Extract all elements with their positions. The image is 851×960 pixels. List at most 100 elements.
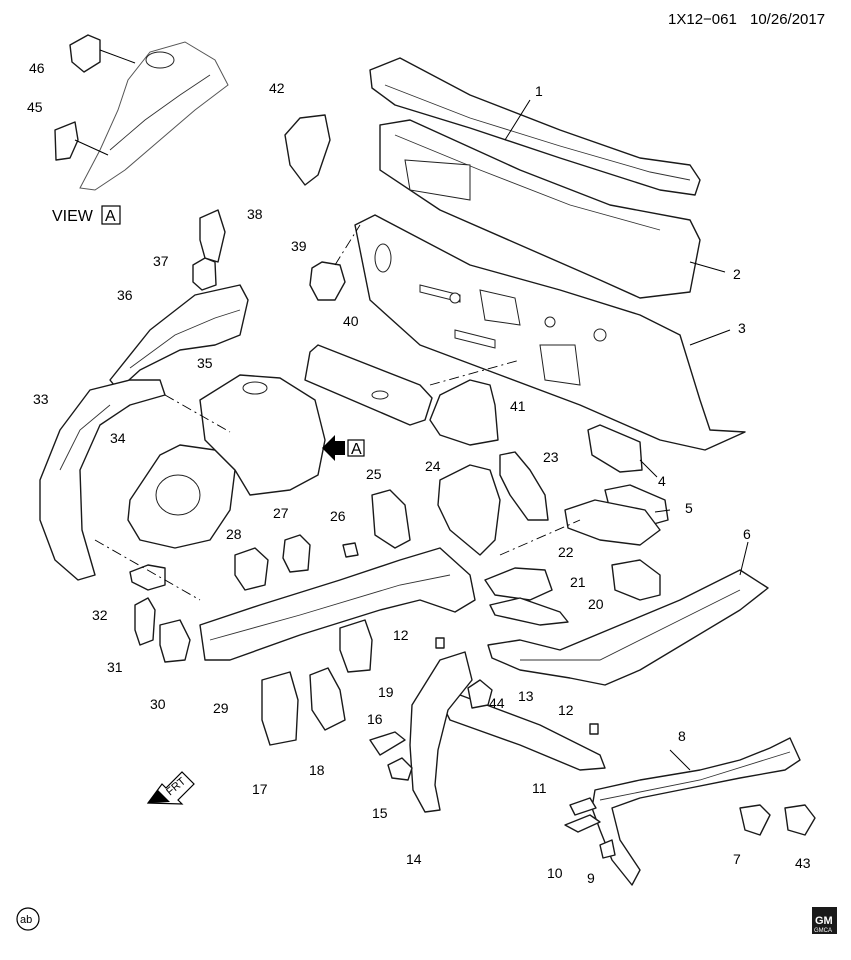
- callout-25: 25: [366, 466, 382, 482]
- part-1-upper-cowl: [369, 57, 701, 196]
- callout-16: 16: [367, 711, 383, 727]
- leader-2-line: [689, 261, 726, 273]
- part-29-edge: [209, 574, 451, 641]
- part-3-hole-d: [593, 328, 607, 342]
- inset-strut-tower: [79, 41, 229, 191]
- part-3-hole-c: [544, 316, 556, 328]
- part-24-panel: [437, 464, 501, 556]
- part-26-clip: [342, 542, 359, 558]
- callout-36: 36: [117, 287, 133, 303]
- part-1-edge: [384, 84, 691, 181]
- callout-35: 35: [197, 355, 213, 371]
- callout-17: 17: [252, 781, 268, 797]
- diagram-header: 1X12−061 10/26/2017: [668, 11, 825, 28]
- callout-44: 44: [489, 695, 505, 711]
- part-6-edge: [520, 589, 741, 661]
- part-34-opening: [155, 474, 201, 516]
- part-44-bracket: [467, 679, 493, 709]
- part-17-bracket: [261, 671, 299, 746]
- callout-38: 38: [247, 206, 263, 222]
- part-42-bracket: [284, 114, 331, 186]
- callout-24: 24: [425, 458, 441, 474]
- part-40-rail: [304, 344, 433, 426]
- diagram-date: 10/26/2017: [750, 11, 825, 28]
- callout-3: 3: [738, 320, 746, 336]
- part-5-tray: [564, 499, 661, 546]
- leader-46-line: [99, 49, 136, 64]
- callout-43: 43: [795, 855, 811, 871]
- callout-34: 34: [110, 430, 126, 446]
- part-33-wheelhouse-rail: [39, 379, 166, 581]
- part-8-edge: [599, 751, 791, 801]
- part-35-opening: [242, 381, 268, 395]
- part-31-bracket: [134, 597, 156, 646]
- part-41-insulator: [429, 379, 499, 446]
- view-a-arrow: A: [322, 435, 365, 461]
- part-35-strut-tower: [199, 374, 326, 496]
- part-18-bracket: [309, 667, 346, 731]
- dash-line-e: [334, 224, 361, 266]
- callout-20: 20: [588, 596, 604, 612]
- part-36-upper-rail: [109, 284, 249, 391]
- part-15-bracket: [387, 757, 413, 781]
- callout-8: 8: [678, 728, 686, 744]
- part-40-hole: [371, 390, 389, 400]
- leader-3-line: [689, 329, 731, 346]
- frt-arrow: FRT: [146, 771, 195, 805]
- dash-line-a: [164, 394, 231, 433]
- leader-1-line: [504, 99, 531, 141]
- callout-11: 11: [532, 780, 547, 796]
- callout-33: 33: [33, 391, 49, 407]
- callout-12-upper: 12: [393, 627, 409, 643]
- part-30-bracket: [159, 619, 191, 663]
- inset-edge: [109, 74, 211, 151]
- part-33-edge: [59, 404, 111, 471]
- part-3-slot-b: [454, 329, 496, 349]
- callout-4: 4: [658, 473, 666, 489]
- part-39-bracket: [309, 261, 346, 301]
- part-43-bracket: [784, 804, 816, 836]
- callout-15: 15: [372, 805, 388, 821]
- callout-37: 37: [153, 253, 169, 269]
- callout-30: 30: [150, 696, 166, 712]
- part-46-bracket: [69, 34, 101, 73]
- inset-strut-opening: [145, 51, 175, 69]
- callout-39: 39: [291, 238, 307, 254]
- callout-5: 5: [685, 500, 693, 516]
- part-2-edge: [394, 134, 661, 231]
- callout-42: 42: [269, 80, 285, 96]
- dash-line-b: [94, 539, 201, 601]
- callout-27: 27: [273, 505, 289, 521]
- part-4-bracket: [587, 424, 643, 473]
- callout-46: 46: [29, 60, 45, 76]
- frt-arrow-head-icon: [148, 790, 170, 803]
- callout-28: 28: [226, 526, 242, 542]
- view-letter-box: [101, 205, 121, 225]
- part-27-bracket: [282, 534, 311, 573]
- callout-29: 29: [213, 700, 229, 716]
- callout-1: 1: [535, 83, 543, 99]
- part-3-opening-b: [479, 289, 521, 326]
- part-11-bracket: [569, 797, 597, 816]
- footer: ab GM GMCA: [16, 907, 837, 934]
- gm-logo-icon: [812, 907, 837, 934]
- callout-40: 40: [343, 313, 359, 329]
- part-37-bracket: [192, 257, 217, 291]
- callout-45: 45: [27, 99, 43, 115]
- callout-32: 32: [92, 607, 108, 623]
- callout-6: 6: [743, 526, 751, 542]
- callout-19: 19: [378, 684, 394, 700]
- callout-9: 9: [587, 870, 595, 886]
- view-label: VIEW: [52, 208, 94, 225]
- callout-labels: 1 2 3 4 5 6 7 8 9 10 11 12 12 13 14 15 1…: [27, 60, 811, 886]
- part-45-bracket: [54, 121, 79, 161]
- arrow-left-icon: [322, 435, 345, 461]
- callout-31: 31: [107, 659, 123, 675]
- part-3-hole-b: [449, 292, 461, 304]
- part-12-bolt-upper: [435, 637, 445, 649]
- leader-45-line: [74, 139, 109, 156]
- leader-6-line: [739, 541, 749, 576]
- callout-10: 10: [547, 865, 563, 881]
- part-19-bracket: [339, 619, 373, 673]
